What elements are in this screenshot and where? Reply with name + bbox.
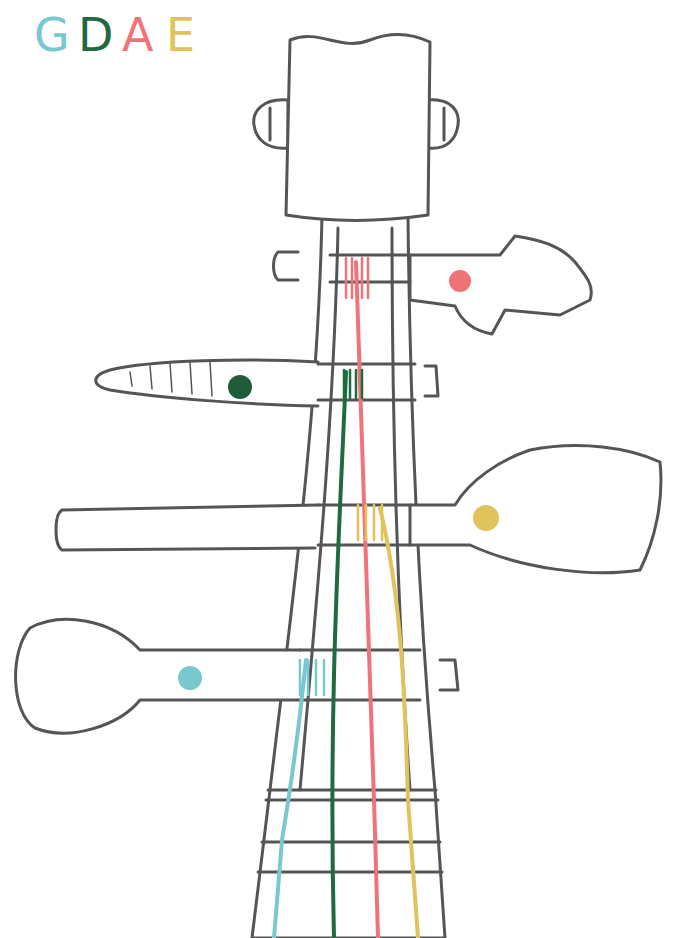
peg-shaft	[330, 255, 410, 282]
peg-dot	[178, 666, 202, 690]
scroll-ear	[428, 100, 458, 148]
d-string	[332, 372, 346, 938]
peg-stub	[440, 660, 458, 690]
scroll-ear	[254, 100, 288, 148]
g-string	[274, 660, 306, 938]
peg-shaft	[318, 364, 415, 400]
a-string	[356, 262, 378, 938]
string-winding	[344, 370, 362, 398]
scroll-ear-line	[269, 108, 272, 140]
e-string	[380, 508, 418, 938]
string-winding	[300, 660, 324, 695]
peg-dot	[449, 270, 471, 292]
peg-head	[16, 619, 300, 733]
scroll	[286, 34, 430, 220]
peg-head	[410, 236, 591, 334]
string-letter: A	[122, 12, 153, 58]
pegbox-wall	[392, 228, 410, 790]
string-letter: G	[34, 12, 70, 58]
peg-grip-lines	[130, 362, 212, 396]
string-winding	[346, 258, 368, 298]
nut	[266, 790, 438, 800]
peg-stub	[274, 252, 299, 280]
peg-dot	[228, 375, 252, 399]
peg-head	[96, 360, 318, 406]
string-letter: E	[166, 12, 195, 58]
string-winding	[358, 505, 382, 540]
scroll-ear-line	[443, 108, 446, 140]
peg-head	[410, 446, 661, 573]
pegbox	[252, 215, 445, 938]
label-layer: GDAE	[0, 0, 678, 120]
peg-dot	[473, 505, 499, 531]
peg-shaft	[56, 505, 318, 550]
string-letter: D	[78, 12, 113, 58]
peg-stub	[425, 366, 438, 396]
